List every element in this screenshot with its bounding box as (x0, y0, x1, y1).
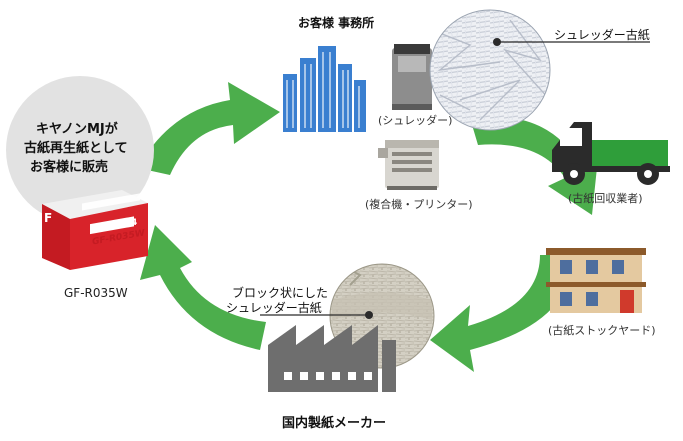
sale-text-line2: 古紙再生紙として (24, 141, 128, 156)
stockyard-label: (古紙ストックヤード) (548, 324, 656, 337)
truck-icon (552, 122, 670, 185)
cycle-arrow-left (140, 225, 266, 350)
shredded-paper-photo (429, 9, 650, 131)
cycle-arrow-right (430, 255, 573, 372)
block-pointer-dot (365, 311, 373, 319)
sale-text-line1: キヤノンMJが (36, 122, 118, 137)
factory-icon (268, 325, 396, 392)
block-label-line1: ブロック状にした (232, 286, 329, 300)
cycle-arrow-top-left (138, 82, 280, 175)
cycle-arrow-top-right (470, 116, 598, 215)
office-building-icon (283, 46, 366, 132)
box-size-text: A4 (124, 218, 138, 228)
shredder-label: (シュレッダー) (378, 114, 453, 127)
shredder-paper-label: シュレッダー古紙 (554, 28, 650, 42)
product-box-image: F (42, 190, 148, 270)
copier-label: (複合機・プリンター) (365, 198, 473, 211)
block-label-line2: シュレッダー古紙 (226, 301, 322, 315)
product-label: GF-R035W (64, 286, 128, 300)
shredder-image (392, 44, 432, 110)
box-brand-mark: F (44, 211, 52, 225)
sale-text-line3: お客様に販売 (30, 160, 109, 175)
office-title: お客様 事務所 (298, 16, 375, 30)
truck-label: (古紙回収業者) (568, 192, 643, 205)
sale-circle (6, 76, 154, 224)
stockyard-building-icon (546, 248, 646, 313)
maker-label: 国内製紙メーカー (282, 416, 387, 431)
copier-image (378, 140, 439, 190)
